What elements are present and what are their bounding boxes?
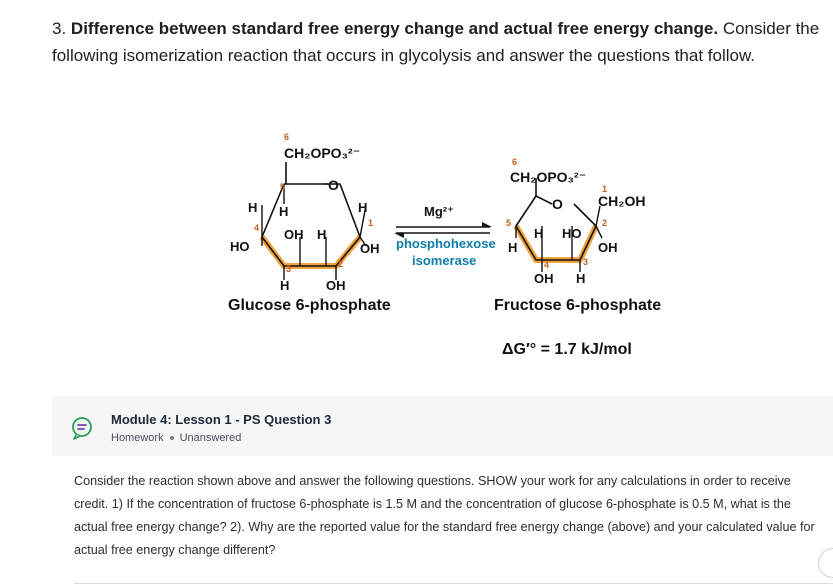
question-body [52,456,833,586]
glc-c2-label: 2 [338,259,343,269]
question-number: 3. [52,19,67,38]
glc-ring-o: O [328,177,339,193]
glc-oh-mid: OH [284,227,304,242]
fru-ch2oh: CH₂OH [598,193,645,209]
fructose-name: Fructose 6-phosphate [494,297,661,314]
fru-h-bottom: H [576,271,585,286]
glc-c3-label: 3 [286,264,291,274]
glc-ch2opo3: CH₂OPO₃²⁻ [284,145,360,161]
divider [74,583,833,584]
glc-h-top-right: H [358,200,367,215]
equilibrium-arrow: Mg²⁺ phosphohexose isomerase [394,204,496,268]
fru-c2-label: 2 [602,218,607,228]
assignment-title[interactable]: Module 4: Lesson 1 - PS Question 3 [111,412,332,427]
fru-c6-label: 6 [512,157,517,167]
assignment-meta: Homework Unanswered [111,432,241,444]
question-title-bold: Difference between standard free energy … [70,19,719,38]
glc-h-mid: H [317,227,326,242]
fructose-structure: 6 CH₂OPO₃²⁻ O 1 CH₂OH 5 H HO 2 H OH 4 3 … [494,157,661,314]
fru-c1-label: 1 [602,184,607,194]
fructose-ring-highlight [513,224,599,263]
cofactor-label: Mg²⁺ [424,204,454,219]
question-title: 3. Difference between standard free ener… [52,14,833,44]
fru-h-inner: H [534,226,543,241]
fru-ho-inner: HO [562,226,582,241]
enzyme-name-line2: isomerase [412,253,476,268]
glc-c1-label: 1 [368,218,373,228]
glc-h-top-inner: H [279,204,288,219]
fructose-ring [515,195,597,261]
question-prompt: Consider the reaction shown above and an… [74,474,815,557]
delta-g-label: ΔG′° = 1.7 kJ/mol [502,341,632,358]
glc-h-top-left: H [248,200,257,215]
glucose-name: Glucose 6-phosphate [228,297,391,314]
assignment-status: Unanswered [179,432,242,444]
fru-c5-label: 5 [506,218,511,228]
fru-h-left: H [508,240,517,255]
glc-c6-label: 6 [284,132,289,142]
glucose-ring-highlight [259,235,363,269]
question-bubble-icon [70,416,94,440]
glc-h-bottom: H [280,278,289,293]
question-intro: following isomerization reaction that oc… [52,46,756,65]
fru-oh-right: OH [598,240,618,255]
glc-c4-label: 4 [254,223,259,233]
glc-oh-right: OH [360,241,380,256]
fru-oh-bottom: OH [534,271,554,286]
reaction-diagram: 6 CH₂OPO₃²⁻ 5 O H H H 4 1 OH H HO OH 3 2… [200,120,720,370]
question-title-rest: Consider the [718,19,820,38]
fru-c3-label: 3 [583,257,588,267]
separator-dot [169,436,174,440]
fru-ch2opo3: CH₂OPO₃²⁻ [510,169,586,185]
assignment-type: Homework [111,432,164,444]
glucose-structure: 6 CH₂OPO₃²⁻ 5 O H H H 4 1 OH H HO OH 3 2… [228,132,391,314]
fru-c4-label: 4 [544,260,549,270]
glc-c5-label: 5 [280,182,285,192]
glc-oh-bottom: OH [326,278,346,293]
glc-ho-left: HO [230,239,250,254]
fru-ring-o: O [552,196,563,212]
enzyme-name-line1: phosphohexose [396,236,496,251]
reaction-svg: 6 CH₂OPO₃²⁻ 5 O H H H 4 1 OH H HO OH 3 2… [228,132,661,358]
